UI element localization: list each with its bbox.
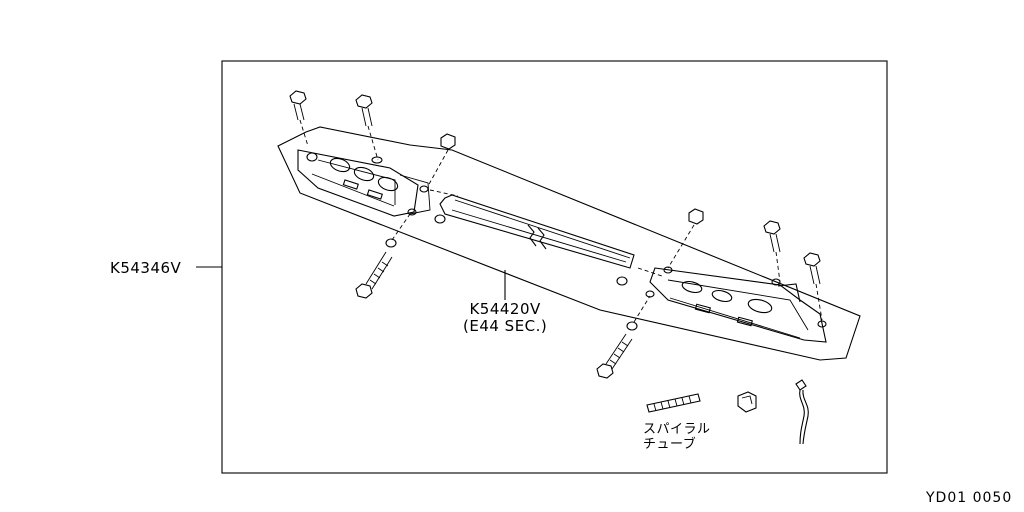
clip-icon [737,391,757,413]
hex-bolt-icon [289,90,309,147]
spiral-tube-label-line2: チューブ [643,437,697,452]
left-bracket [297,149,459,224]
crossbar-tube [439,194,635,269]
nut-icon [667,208,704,269]
kit-part-number: K54346V [110,259,182,277]
nut-icon [427,133,456,187]
long-bolt-icon [355,213,411,299]
bar-part-number: K54420V [469,300,541,318]
bar-part-label: K54420V (E44 SEC.) [463,301,547,335]
hex-bolt-icon [803,252,823,321]
hex-bolt-icon [763,220,781,283]
long-bolt-icon [596,295,651,379]
diagram-frame [221,60,888,474]
hex-bolt-icon [355,94,379,161]
right-bracket [616,266,827,343]
spiral-tube-icon [646,393,701,413]
spiral-tube-label: スパイラル チューブ [643,422,711,452]
bar-section-note: (E44 SEC.) [463,317,548,335]
spiral-tube-label-line1: スパイラル [643,422,711,437]
assembly-outline [277,126,861,361]
figure-code: YD01 0050 [926,490,1013,506]
connector-icon [795,379,809,445]
